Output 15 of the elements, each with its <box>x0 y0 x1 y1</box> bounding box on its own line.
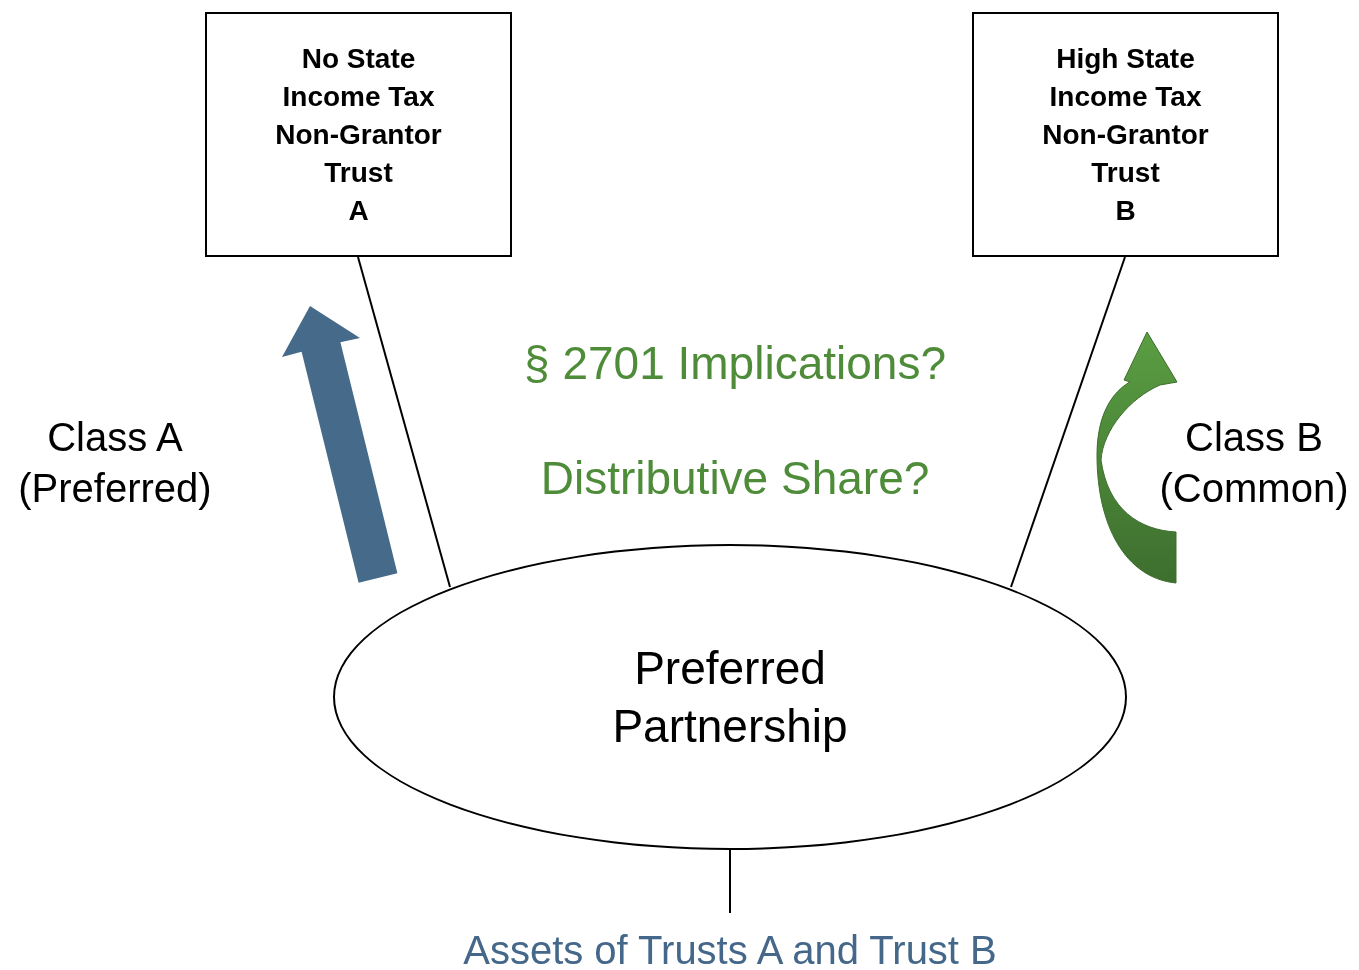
annotation-text: Distributive Share? <box>539 451 931 506</box>
trust-box <box>205 12 512 257</box>
trust-label: High State Income Tax Non-Grantor Trust <box>1041 41 1210 190</box>
trust-label: No State Income Tax Non-Grantor Trust <box>274 41 443 190</box>
connector-line <box>1010 256 1126 588</box>
assets-text: Assets of Trusts A and Trust B <box>463 927 997 970</box>
annotation-text: § 2701 Implications? <box>523 336 947 391</box>
annotation-text: Class B (Common) <box>1158 414 1350 512</box>
trust-box <box>972 12 1279 257</box>
connector-line <box>357 256 451 588</box>
partnership-label: Preferred Partnership <box>611 641 849 754</box>
connector-line <box>729 849 731 914</box>
annotation-text: Class A (Preferred) <box>17 414 213 512</box>
trust-label: A <box>347 193 370 228</box>
trust-label: B <box>1114 193 1137 228</box>
